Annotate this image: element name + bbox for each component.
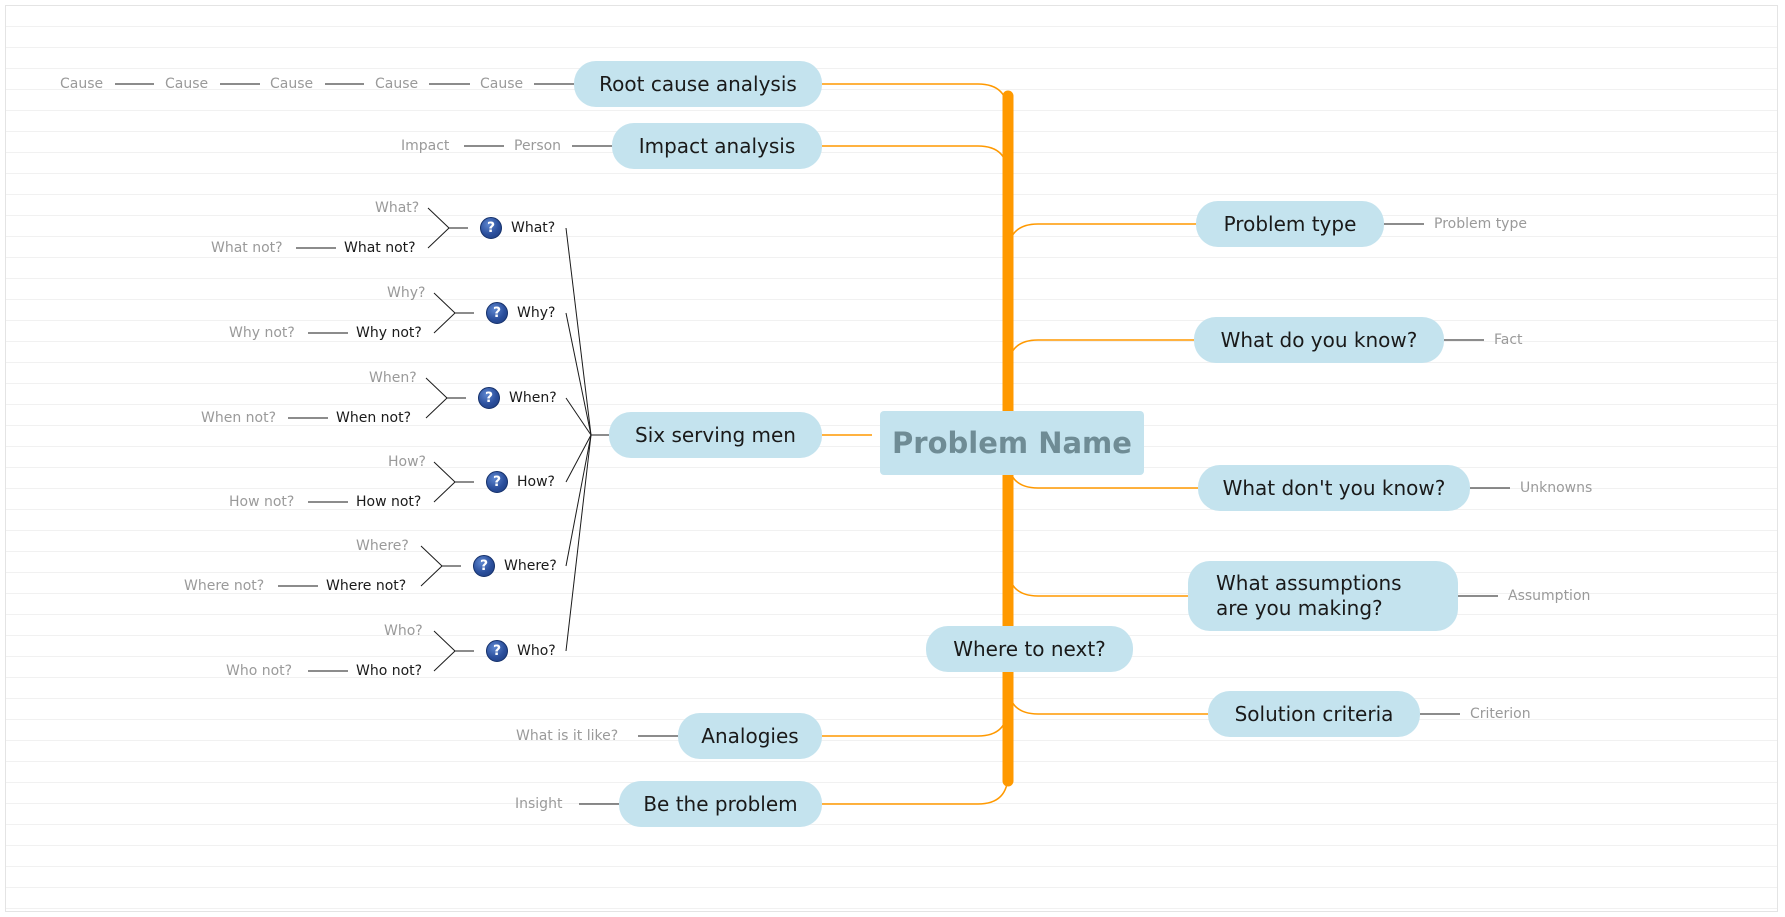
topic-impact-analysis[interactable]: Impact analysis [612, 123, 822, 169]
six-men-what-neg-detail[interactable]: What not? [211, 240, 283, 256]
topic-root-cause-analysis[interactable]: Root cause analysis [574, 61, 822, 107]
link-solution [1007, 683, 1208, 715]
six-men-how-neg[interactable]: How not? [356, 494, 422, 510]
six-men-when-neg[interactable]: When not? [336, 410, 412, 426]
six-men-where-neg[interactable]: Where not? [326, 578, 407, 594]
six-men-where[interactable]: Where? [504, 558, 557, 574]
topic-what-do-you-know[interactable]: What do you know? [1194, 317, 1444, 363]
solution-leaf[interactable]: Criterion [1470, 706, 1531, 722]
six-men-who-pos[interactable]: Who? [384, 623, 423, 639]
six-men-what[interactable]: What? [511, 220, 556, 236]
six-men-who-neg-detail[interactable]: Who not? [226, 663, 293, 679]
six-men-what-neg[interactable]: What not? [344, 240, 416, 256]
dont-know-leaf[interactable]: Unknowns [1520, 480, 1593, 496]
question-icon: ? [480, 217, 502, 239]
problem-type-leaf[interactable]: Problem type [1434, 216, 1527, 232]
sub-connectors [115, 83, 1510, 805]
six-men-how-pos[interactable]: How? [388, 454, 426, 470]
analogies-leaf[interactable]: What is it like? [516, 728, 619, 744]
question-icon: ? [473, 555, 495, 577]
cause-label[interactable]: Cause [60, 76, 104, 92]
be-problem-leaf[interactable]: Insight [515, 796, 563, 812]
six-men-how[interactable]: How? [517, 474, 555, 490]
know-leaf[interactable]: Fact [1494, 332, 1523, 348]
central-topic[interactable]: Problem Name [880, 411, 1144, 475]
six-men-why-neg[interactable]: Why not? [356, 325, 422, 341]
person-label[interactable]: Person [514, 138, 562, 154]
mind-map-canvas: Problem Name Root cause analysis Impact … [5, 5, 1778, 912]
topic-where-to-next[interactable]: Where to next? [926, 626, 1133, 672]
link-assumptions [1007, 565, 1188, 597]
topic-six-serving-men[interactable]: Six serving men [609, 412, 822, 458]
topic-analogies[interactable]: Analogies [678, 713, 822, 759]
question-icon: ? [478, 387, 500, 409]
six-men-where-pos[interactable]: Where? [356, 538, 409, 554]
impact-label[interactable]: Impact [401, 138, 450, 154]
six-men-when-pos[interactable]: When? [369, 370, 417, 386]
six-men-who-neg[interactable]: Who not? [356, 663, 423, 679]
topic-solution-criteria[interactable]: Solution criteria [1208, 691, 1420, 737]
six-men-why-neg-detail[interactable]: Why not? [229, 325, 295, 341]
six-men-when-neg-detail[interactable]: When not? [201, 410, 277, 426]
cause-label[interactable]: Cause [375, 76, 419, 92]
cause-label[interactable]: Cause [270, 76, 314, 92]
six-men-why-pos[interactable]: Why? [387, 285, 426, 301]
six-men-where-neg-detail[interactable]: Where not? [184, 578, 265, 594]
cause-label[interactable]: Cause [480, 76, 524, 92]
link-impact [822, 145, 1009, 177]
link-know [1007, 339, 1194, 371]
six-men-who[interactable]: Who? [517, 643, 556, 659]
topic-assumptions-line-2: are you making? [1216, 596, 1383, 620]
six-men-when[interactable]: When? [509, 390, 557, 406]
question-icon: ? [486, 471, 508, 493]
question-icon: ? [486, 302, 508, 324]
assumptions-leaf[interactable]: Assumption [1508, 588, 1591, 604]
link-analogies [822, 705, 1009, 737]
topic-problem-type[interactable]: Problem type [1196, 201, 1384, 247]
cause-label[interactable]: Cause [165, 76, 209, 92]
link-problem-type [1007, 223, 1196, 255]
link-be-problem [822, 773, 1009, 805]
six-men-why[interactable]: Why? [517, 305, 556, 321]
topic-what-dont-you-know[interactable]: What don't you know? [1198, 465, 1470, 511]
topic-assumptions-line-1: What assumptions [1216, 571, 1402, 595]
six-men-what-pos[interactable]: What? [375, 200, 420, 216]
question-icon: ? [486, 640, 508, 662]
link-root-cause [822, 83, 1009, 115]
topic-what-assumptions[interactable]: What assumptions are you making? [1188, 561, 1458, 631]
topic-be-the-problem[interactable]: Be the problem [619, 781, 822, 827]
six-men-how-neg-detail[interactable]: How not? [229, 494, 295, 510]
